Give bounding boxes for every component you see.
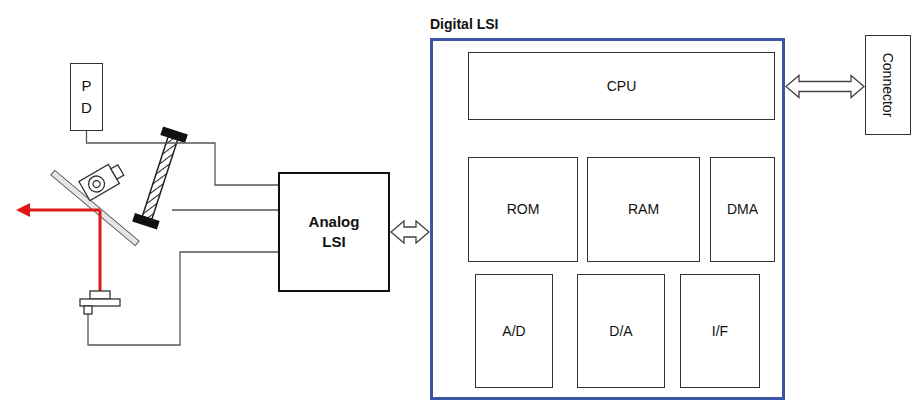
ram-block: RAM xyxy=(587,157,700,262)
rom-block: ROM xyxy=(468,157,578,262)
ad-converter-block: A/D xyxy=(475,274,553,388)
block-label: DMA xyxy=(727,200,758,218)
block-label: ROM xyxy=(507,200,540,218)
block-label: A/D xyxy=(502,322,525,340)
cpu-block: CPU xyxy=(468,52,775,120)
photodiode-box: P D xyxy=(70,63,103,131)
block-title: Digital LSI xyxy=(430,15,498,33)
block-label: Connector xyxy=(879,53,897,118)
block-label: Analog LSI xyxy=(297,212,372,253)
dma-block: DMA xyxy=(710,157,775,262)
analog-lsi-box: Analog LSI xyxy=(278,172,390,292)
block-label: RAM xyxy=(628,200,659,218)
bus-arrow xyxy=(786,76,864,98)
photodetector xyxy=(80,291,120,314)
bus-arrow xyxy=(391,221,429,243)
block-label: CPU xyxy=(607,77,637,95)
laser-unit xyxy=(79,160,126,200)
laser-beam xyxy=(28,209,100,212)
laser-beam xyxy=(99,210,102,291)
da-converter-block: D/A xyxy=(577,274,665,388)
block-label: P D xyxy=(78,75,95,119)
interface-block: I/F xyxy=(680,274,760,388)
beam-splitter-mirror xyxy=(51,170,139,245)
connector-box: Connector xyxy=(865,35,911,135)
coil-actuator xyxy=(132,126,188,229)
actuator-wire xyxy=(172,209,278,210)
beam-arrowhead xyxy=(16,203,30,217)
block-label: D/A xyxy=(609,322,632,340)
digital-lsi-box: Digital LSICPUROMRAMDMAA/DD/AI/F xyxy=(430,38,785,400)
signal-wire xyxy=(87,131,279,185)
block-label: I/F xyxy=(712,322,728,340)
